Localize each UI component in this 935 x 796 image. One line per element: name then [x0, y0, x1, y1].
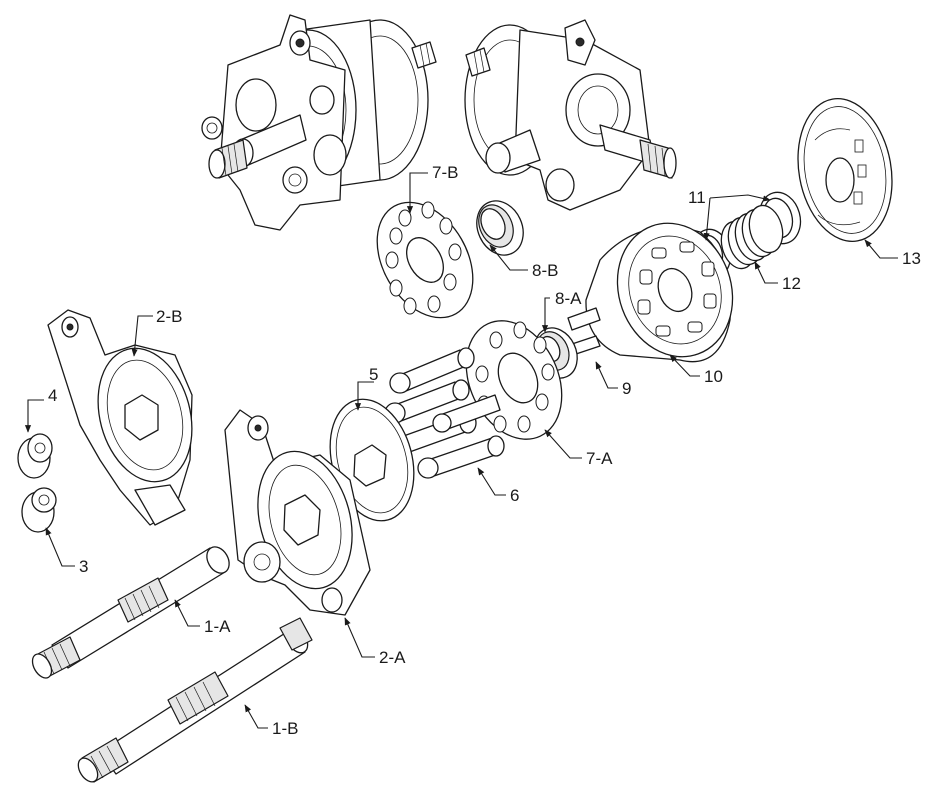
part-10-cylinder-block — [559, 222, 734, 363]
part-8b-needle-bearing — [476, 200, 524, 256]
label-2a: 2-A — [379, 648, 406, 667]
label-8a: 8-A — [555, 289, 582, 308]
assembled-pump-front-view — [201, 14, 437, 231]
part-2a-swash-housing — [224, 409, 371, 616]
label-11: 11 — [688, 188, 706, 207]
part-2b-cradle — [47, 309, 193, 526]
part-1b-drive-shaft — [77, 617, 313, 783]
label-3: 3 — [79, 557, 88, 576]
part-7b-port-plate — [376, 201, 474, 319]
label-1b: 1-B — [272, 719, 298, 738]
label-2b: 2-B — [156, 307, 182, 326]
label-5: 5 — [369, 365, 378, 384]
label-7b: 7-B — [432, 163, 458, 182]
part-1a-drive-shaft — [31, 546, 230, 679]
part-labels: 7-B 8-B 11 12 13 8-A 9 10 7-A 6 5 2-B 4 … — [48, 163, 921, 738]
label-10: 10 — [704, 367, 723, 386]
label-13: 13 — [902, 249, 921, 268]
part-3-plug — [21, 487, 57, 533]
assembled-pump-rear-view — [464, 19, 677, 211]
label-6: 6 — [510, 486, 519, 505]
part-13-valve-plate — [797, 97, 893, 243]
part-12-spring — [720, 204, 784, 270]
label-1a: 1-A — [204, 617, 231, 636]
label-9: 9 — [622, 379, 631, 398]
label-8b: 8-B — [532, 261, 558, 280]
part-4-plug — [17, 433, 53, 479]
label-7a: 7-A — [586, 449, 613, 468]
leader-lines — [24, 172, 898, 729]
label-4: 4 — [48, 386, 57, 405]
label-12: 12 — [782, 274, 801, 293]
